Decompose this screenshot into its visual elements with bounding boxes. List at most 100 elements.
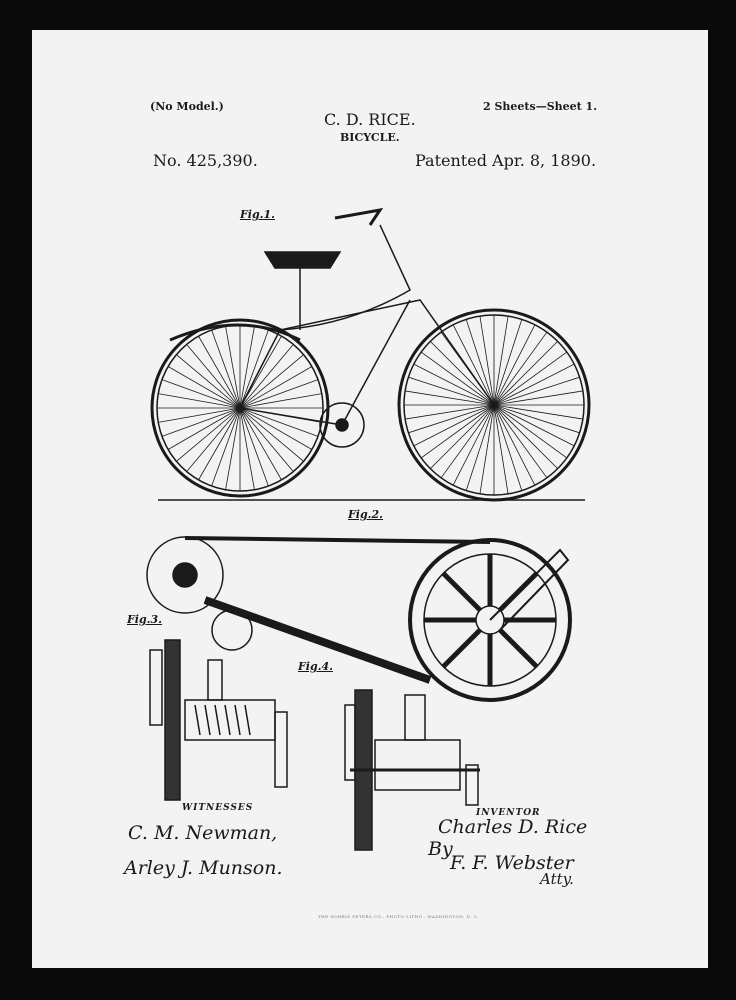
down-tube [239, 299, 411, 426]
witnesses-label: WITNESSES [182, 803, 254, 813]
fig3-mechanism [149, 639, 288, 801]
spoke [186, 407, 241, 472]
fig1-label: Fig.1. [240, 208, 275, 221]
spoke [225, 326, 241, 409]
spoke [420, 404, 495, 459]
spoke [493, 363, 575, 406]
spoke [430, 341, 495, 406]
witness-signature-2: Arley J. Munson. [124, 857, 283, 879]
spoke [176, 407, 241, 462]
spoke [186, 344, 241, 409]
mudguard [169, 323, 301, 342]
spoke [198, 335, 241, 409]
spoke [420, 351, 495, 406]
spoke [239, 379, 319, 409]
spoke [493, 351, 568, 406]
spoke [239, 393, 322, 409]
spoke [430, 404, 495, 469]
invention-title: BICYCLE. [340, 131, 400, 144]
spoke [479, 404, 495, 494]
spoke [239, 326, 255, 409]
spoke [452, 324, 495, 406]
spoke [239, 407, 255, 490]
idler-pulley [211, 609, 253, 651]
spoke [493, 404, 523, 491]
model-note: (No Model.) [150, 100, 224, 113]
spoke [239, 407, 304, 462]
spoke [176, 354, 241, 409]
sheet-count: 2 Sheets—Sheet 1. [483, 100, 598, 113]
spoke [493, 404, 568, 459]
spoke [493, 324, 536, 406]
spoke [493, 404, 558, 469]
inventor-name: C. D. RICE. [324, 110, 416, 129]
spoke [465, 319, 495, 406]
attorney-signature: F. F. Webster [450, 852, 574, 874]
saddle [263, 251, 342, 269]
attorney-label: Atty. [540, 870, 574, 888]
fig4-mechanism [344, 689, 480, 851]
printer-footer: THE NORRIS PETERS CO., PHOTO-LITHO., WAS… [318, 914, 479, 919]
spoke [493, 404, 548, 479]
spoke [211, 407, 241, 487]
spoke [493, 376, 580, 406]
spoke [413, 404, 495, 447]
spoke [493, 404, 509, 494]
spoke [493, 331, 548, 406]
fig1-bicycle [150, 207, 591, 502]
spoke [493, 404, 575, 447]
spoke [239, 366, 313, 409]
spoke [239, 407, 319, 437]
fig2-drive [146, 536, 572, 702]
patent-date: Patented Apr. 8, 1890. [415, 151, 597, 170]
spoke [161, 407, 241, 437]
frame [239, 299, 495, 409]
spoke [239, 407, 313, 450]
spoke [493, 319, 523, 406]
spoke [498, 628, 539, 669]
spoke [452, 404, 495, 486]
small-wheel [146, 536, 224, 614]
fig4-label: Fig.4. [298, 660, 333, 673]
fig2-label: Fig.2. [348, 508, 383, 521]
spoke [413, 363, 495, 406]
spoke [198, 407, 241, 481]
spoke [239, 344, 294, 409]
spoke [465, 404, 495, 491]
patent-number: No. 425,390. [153, 151, 258, 170]
crank [489, 548, 570, 631]
spoke [239, 407, 282, 481]
witness-signature-1: C. M. Newman, [128, 822, 278, 844]
spoke [441, 628, 482, 669]
spoke [479, 316, 495, 406]
spoke [167, 366, 241, 409]
chainwheel [319, 402, 365, 448]
by-text: By [428, 838, 453, 860]
spoke [441, 571, 482, 612]
spoke [158, 393, 241, 409]
belt-top [184, 536, 491, 544]
top-tube [279, 224, 411, 331]
spoke [239, 407, 294, 472]
spoke [239, 407, 269, 487]
spoke [161, 379, 241, 409]
spoke [493, 404, 536, 486]
spoke [493, 390, 583, 406]
handlebar [334, 207, 384, 226]
spoke [405, 390, 495, 406]
spoke [493, 404, 583, 420]
inventor-signature: Charles D. Rice [438, 816, 588, 838]
spoke [225, 407, 241, 490]
inventor-label: INVENTOR [476, 808, 541, 818]
spoke [493, 341, 558, 406]
spoke [440, 404, 495, 479]
fig3-label: Fig.3. [127, 613, 162, 626]
spoke [211, 329, 241, 409]
spoke [493, 404, 580, 434]
spoke [493, 316, 509, 406]
spoke [408, 376, 495, 406]
spoke [239, 329, 269, 409]
spoke [408, 404, 495, 434]
spoke [405, 404, 495, 420]
